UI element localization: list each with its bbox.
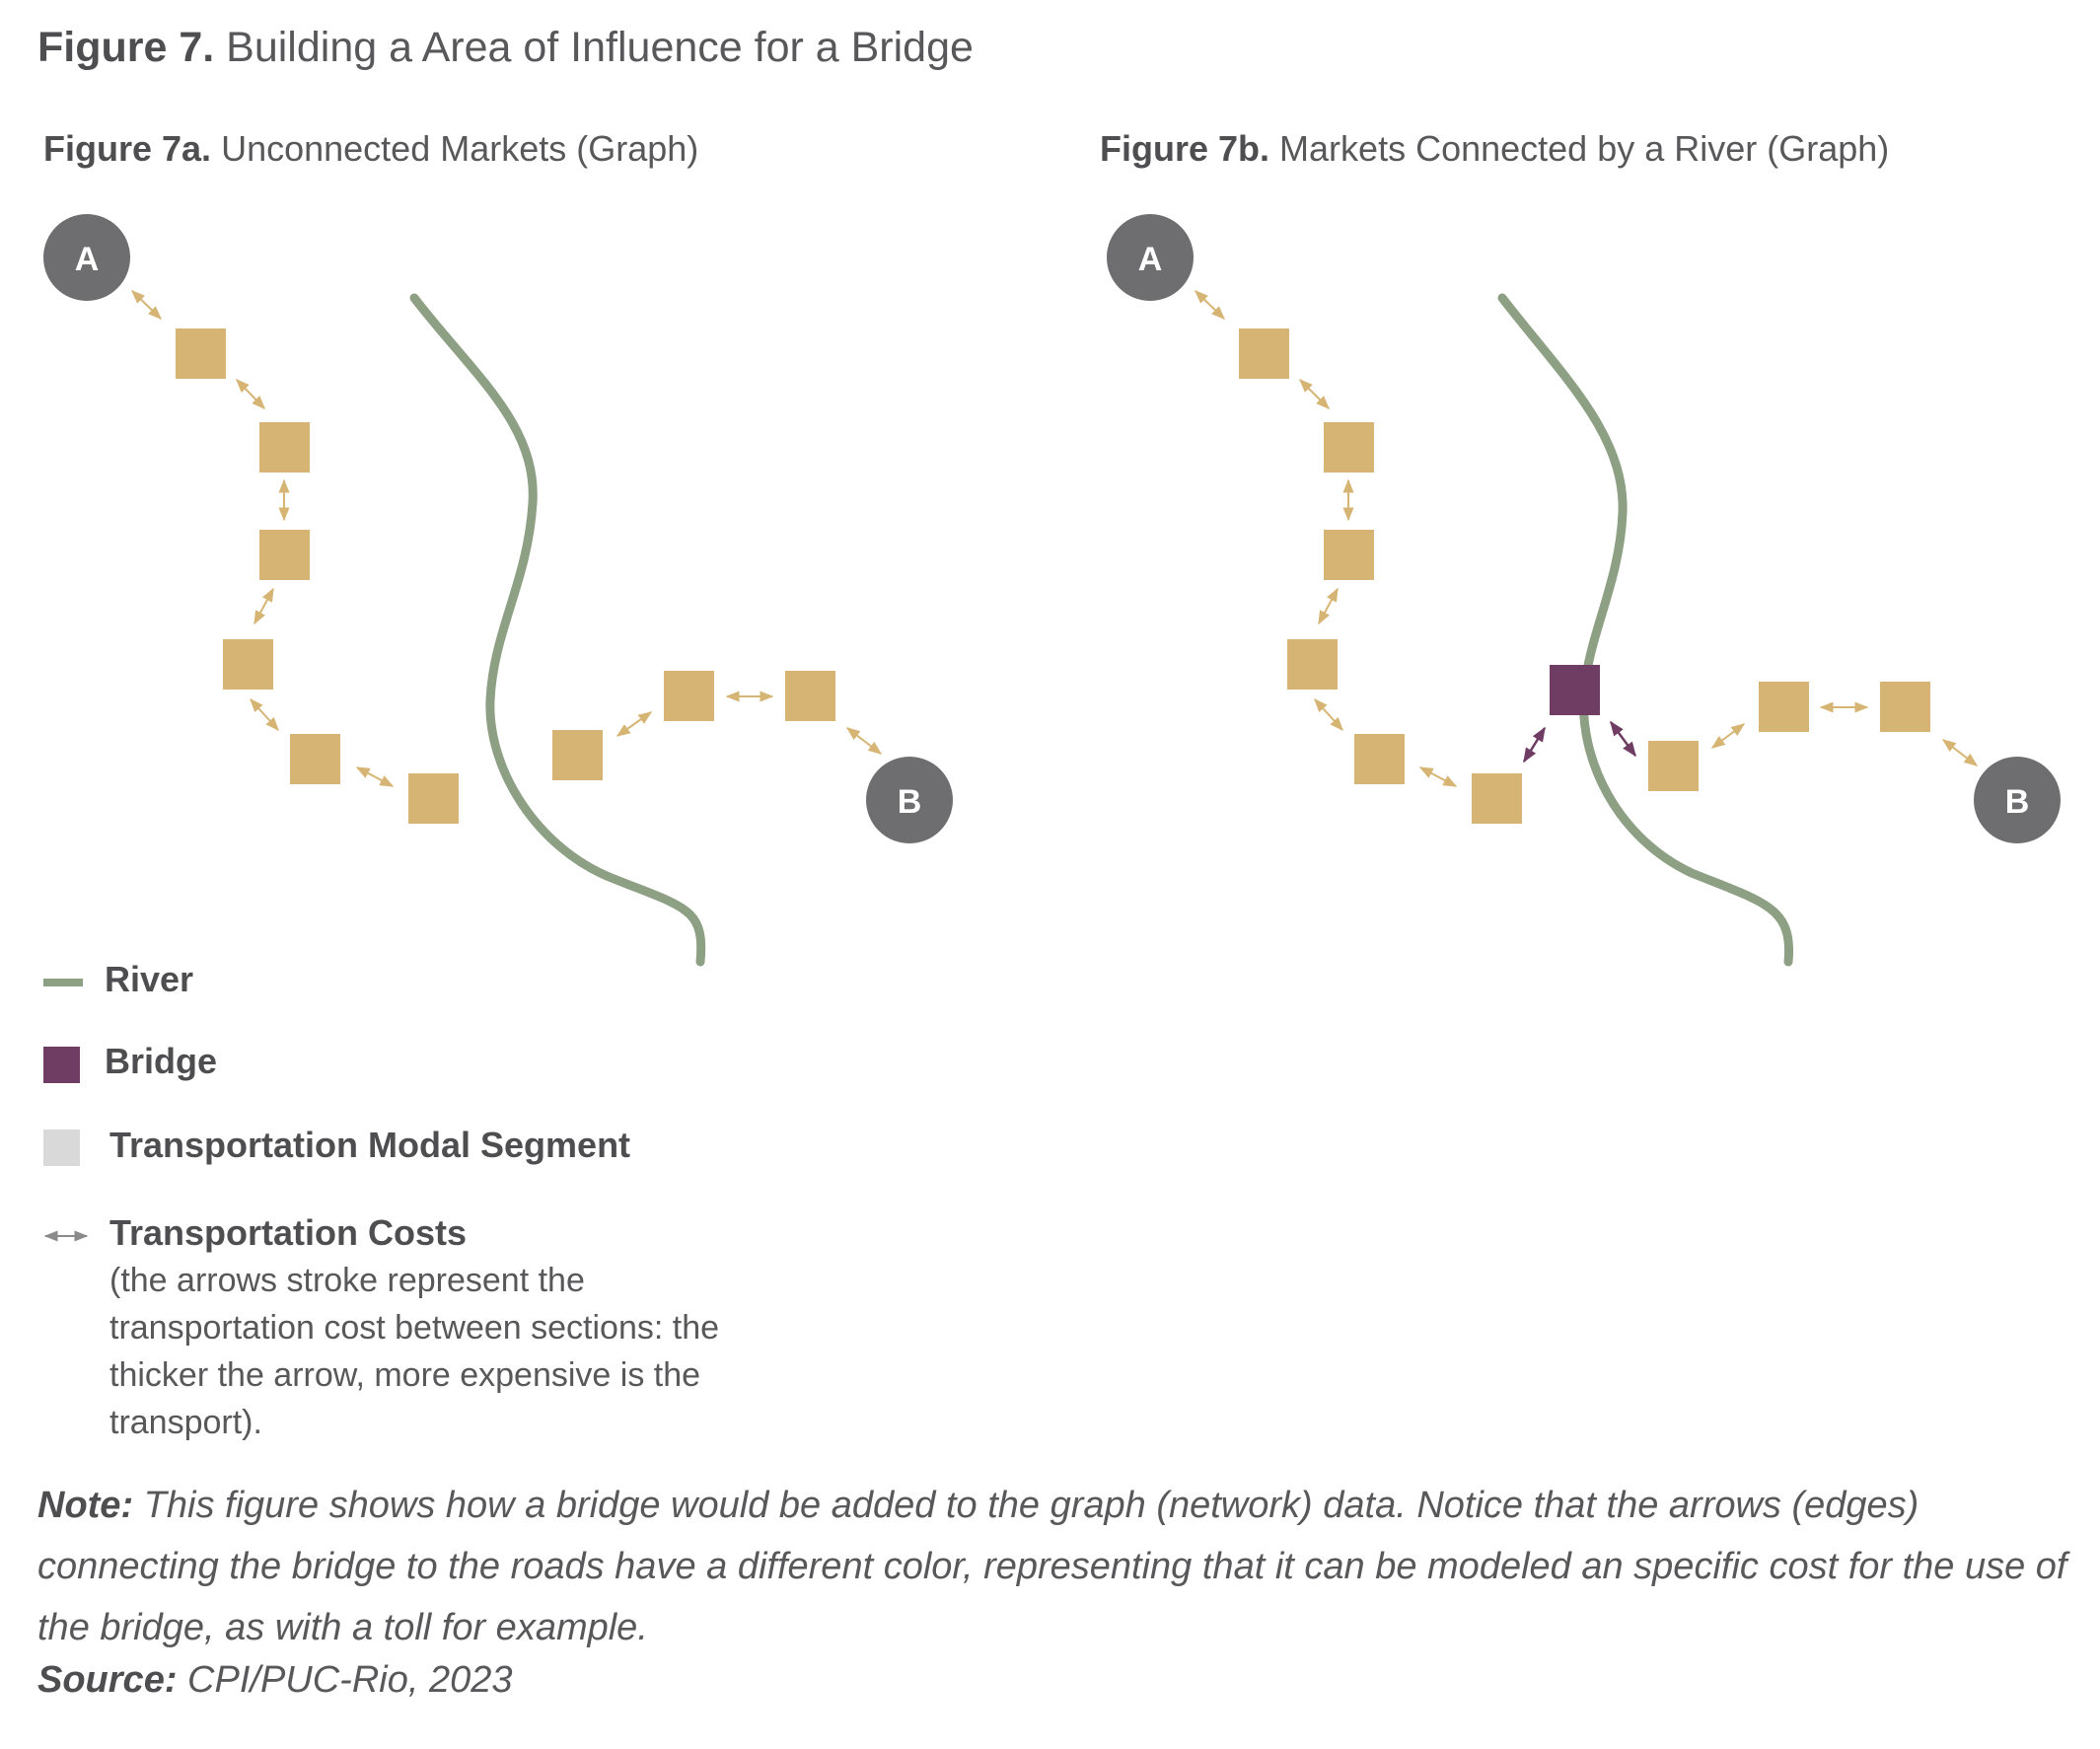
- modal-segment: [1354, 734, 1405, 784]
- node-b-label: B: [2005, 783, 2030, 821]
- node-b: B: [1974, 757, 2061, 843]
- bridge-cost-arrow: [1609, 720, 1637, 758]
- node-b: B: [866, 757, 953, 843]
- panel-a-graph: A B: [43, 214, 953, 967]
- modal-segment: [1472, 773, 1522, 824]
- panel-a-title: Figure 7a. Unconnected Markets (Graph): [43, 128, 698, 170]
- node-a-label: A: [75, 241, 100, 278]
- transport-cost-arrow: [845, 727, 883, 755]
- modal-segment: [1324, 530, 1374, 580]
- panel-b-label: Figure 7b.: [1100, 128, 1270, 169]
- transport-cost-arrow: [1318, 587, 1339, 625]
- transport-cost-arrow: [1314, 697, 1343, 732]
- transport-cost-arrow: [1194, 290, 1226, 320]
- node-a-label: A: [1138, 241, 1163, 278]
- modal-segment: [408, 773, 459, 824]
- modal-segment: [223, 639, 273, 690]
- modal-segment: [1287, 639, 1338, 690]
- panel-b-title-text: Markets Connected by a River (Graph): [1279, 128, 1890, 169]
- bridge-segment: [1550, 665, 1600, 715]
- modal-segment: [785, 671, 835, 721]
- panel-a-label: Figure 7a.: [43, 128, 212, 169]
- modal-segment: [552, 730, 603, 780]
- modal-segment: [1648, 741, 1699, 791]
- transport-cost-arrow: [236, 378, 265, 410]
- legend-segment-swatch: [43, 1130, 80, 1166]
- modal-segment: [259, 530, 310, 580]
- transport-cost-arrow: [1941, 739, 1979, 766]
- transport-cost-arrow: [253, 587, 274, 625]
- source-label: Source:: [37, 1659, 178, 1701]
- note-text: This figure shows how a bridge would be …: [37, 1485, 2067, 1648]
- transport-cost-arrow: [1710, 723, 1746, 749]
- river-line: [1497, 293, 1794, 967]
- legend-bridge-label: Bridge: [105, 1041, 218, 1081]
- modal-segment: [259, 422, 310, 473]
- river-line: [409, 293, 706, 967]
- legend-costs-description: (the arrows stroke represent the transpo…: [109, 1262, 720, 1441]
- panel-b-graph: A B: [1107, 214, 2061, 967]
- modal-segment: [1880, 682, 1930, 732]
- figure-source: Source: CPI/PUC-Rio, 2023: [37, 1659, 513, 1702]
- modal-segment: [1239, 328, 1289, 379]
- node-a: A: [43, 214, 130, 301]
- modal-segment: [1324, 422, 1374, 473]
- note-label: Note:: [37, 1485, 134, 1526]
- modal-segment: [664, 671, 714, 721]
- legend-segment-label: Transportation Modal Segment: [109, 1125, 631, 1165]
- figure-title: Figure 7. Building a Area of Influence f…: [37, 24, 974, 72]
- node-a: A: [1107, 214, 1194, 301]
- legend-bridge-swatch: [43, 1047, 80, 1083]
- panel-a-title-text: Unconnected Markets (Graph): [221, 128, 699, 169]
- figure-note: Note: This figure shows how a bridge wou…: [37, 1475, 2069, 1658]
- transport-cost-arrow: [616, 711, 653, 737]
- legend-river-label: River: [105, 959, 194, 999]
- figure-title-text: Building a Area of Influence for a Bridg…: [226, 24, 974, 71]
- bridge-cost-arrow: [1522, 726, 1547, 764]
- transport-cost-arrow: [355, 766, 395, 787]
- panel-b-title: Figure 7b. Markets Connected by a River …: [1100, 128, 1889, 170]
- modal-segment: [290, 734, 340, 784]
- modal-segment: [176, 328, 226, 379]
- modal-segment: [1759, 682, 1809, 732]
- legend-symbols: [43, 979, 89, 1242]
- transport-cost-arrow: [1418, 766, 1458, 787]
- legend-costs-label: Transportation Costs: [109, 1212, 468, 1253]
- node-b-label: B: [898, 783, 922, 821]
- transport-cost-arrow: [1299, 379, 1330, 409]
- figure-label: Figure 7.: [37, 24, 215, 71]
- source-text: CPI/PUC-Rio, 2023: [187, 1659, 513, 1701]
- transport-cost-arrow: [250, 697, 279, 732]
- transport-cost-arrow: [130, 290, 163, 320]
